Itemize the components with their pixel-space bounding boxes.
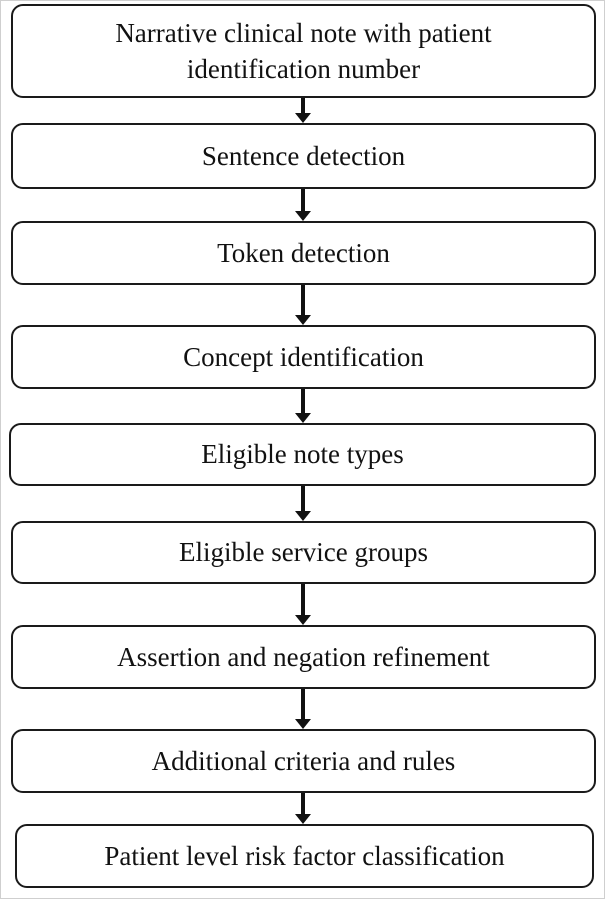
step-box-additional-criteria-rules: Additional criteria and rules (11, 729, 596, 793)
flow-arrow-5 (295, 486, 311, 521)
step-box-sentence-detection: Sentence detection (11, 123, 596, 189)
flow-arrow-8 (295, 793, 311, 824)
step-label: Additional criteria and rules (151, 745, 456, 776)
flow-arrow-4 (295, 389, 311, 423)
step-box-eligible-note-types: Eligible note types (9, 423, 596, 486)
step-label: Sentence detection (201, 140, 406, 171)
step-label: Patient level risk factor classification (104, 840, 505, 871)
step-label: Narrative clinical note with patient ide… (115, 17, 492, 84)
flow-arrow-1 (295, 98, 311, 123)
step-label: Token detection (217, 237, 390, 268)
flow-arrow-7 (295, 689, 311, 729)
flow-arrow-6 (295, 584, 311, 625)
step-label: Eligible service groups (179, 537, 428, 568)
step-box-assertion-negation-refinement: Assertion and negation refinement (11, 625, 596, 689)
step-label: Eligible note types (201, 439, 404, 470)
step-box-patient-risk-classification: Patient level risk factor classification (15, 824, 594, 888)
flow-arrow-3 (295, 285, 311, 325)
flow-arrow-2 (295, 189, 311, 221)
step-box-concept-identification: Concept identification (11, 325, 596, 389)
step-box-token-detection: Token detection (11, 221, 596, 285)
step-box-eligible-service-groups: Eligible service groups (11, 521, 596, 584)
step-box-narrative-note: Narrative clinical note with patient ide… (11, 4, 596, 98)
step-label: Assertion and negation refinement (117, 641, 490, 672)
step-label: Concept identification (183, 341, 424, 372)
